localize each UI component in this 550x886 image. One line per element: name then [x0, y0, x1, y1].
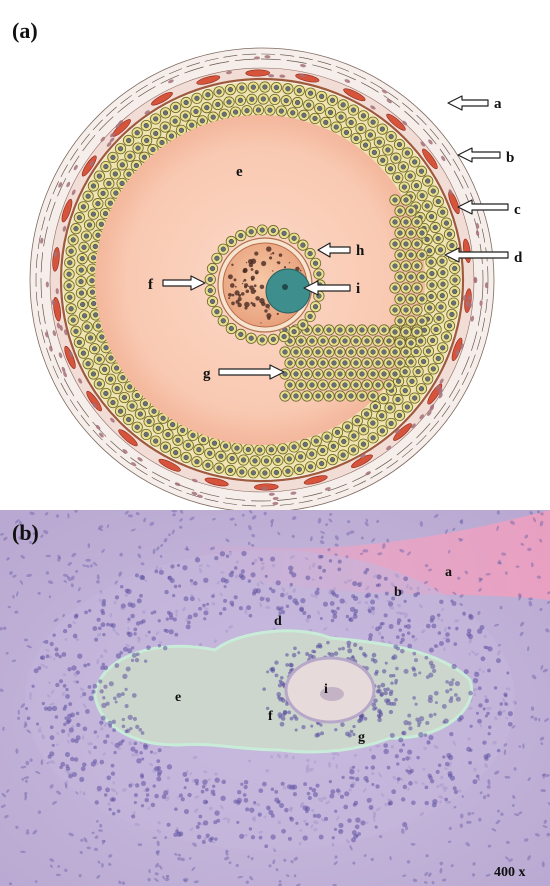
panel-b-label: (b) [12, 520, 39, 545]
oocyte-nucleus [320, 687, 344, 701]
nucleolus [282, 284, 288, 290]
label-a: a [445, 565, 452, 580]
arrow-g [218, 364, 285, 380]
label-e: e [175, 690, 181, 705]
arrow-h [317, 242, 351, 258]
arrow-d [444, 247, 509, 263]
arrow-i [303, 280, 351, 296]
label-f: f [268, 709, 273, 724]
histology-image: (b) a b d e f g i 400 x [0, 510, 550, 886]
label-g: g [358, 730, 365, 745]
label-e: e [236, 164, 243, 180]
panel-a-label: (a) [12, 18, 38, 43]
label-a: a [494, 96, 502, 112]
panel-b-micrograph: (b) a b d e f g i 400 x [0, 510, 550, 886]
follicle-diagram: (a) a b c d e f g h i [12, 18, 523, 510]
label-i: i [324, 682, 328, 697]
label-f: f [148, 277, 154, 293]
magnification-label: 400 x [494, 865, 526, 880]
arrow-c [457, 199, 509, 215]
oocyte-nucleus [265, 268, 311, 314]
label-b: b [506, 150, 514, 166]
arrow-a [447, 95, 489, 111]
label-d: d [514, 250, 523, 266]
label-g: g [203, 366, 211, 382]
label-i: i [356, 281, 360, 297]
label-h: h [356, 243, 365, 259]
label-c: c [514, 202, 521, 218]
arrow-f [162, 275, 206, 291]
label-b: b [394, 585, 402, 600]
arrow-b [457, 147, 501, 163]
label-d: d [274, 614, 282, 629]
panel-a-drawing: (a) a b c d e f g h i [12, 18, 523, 510]
